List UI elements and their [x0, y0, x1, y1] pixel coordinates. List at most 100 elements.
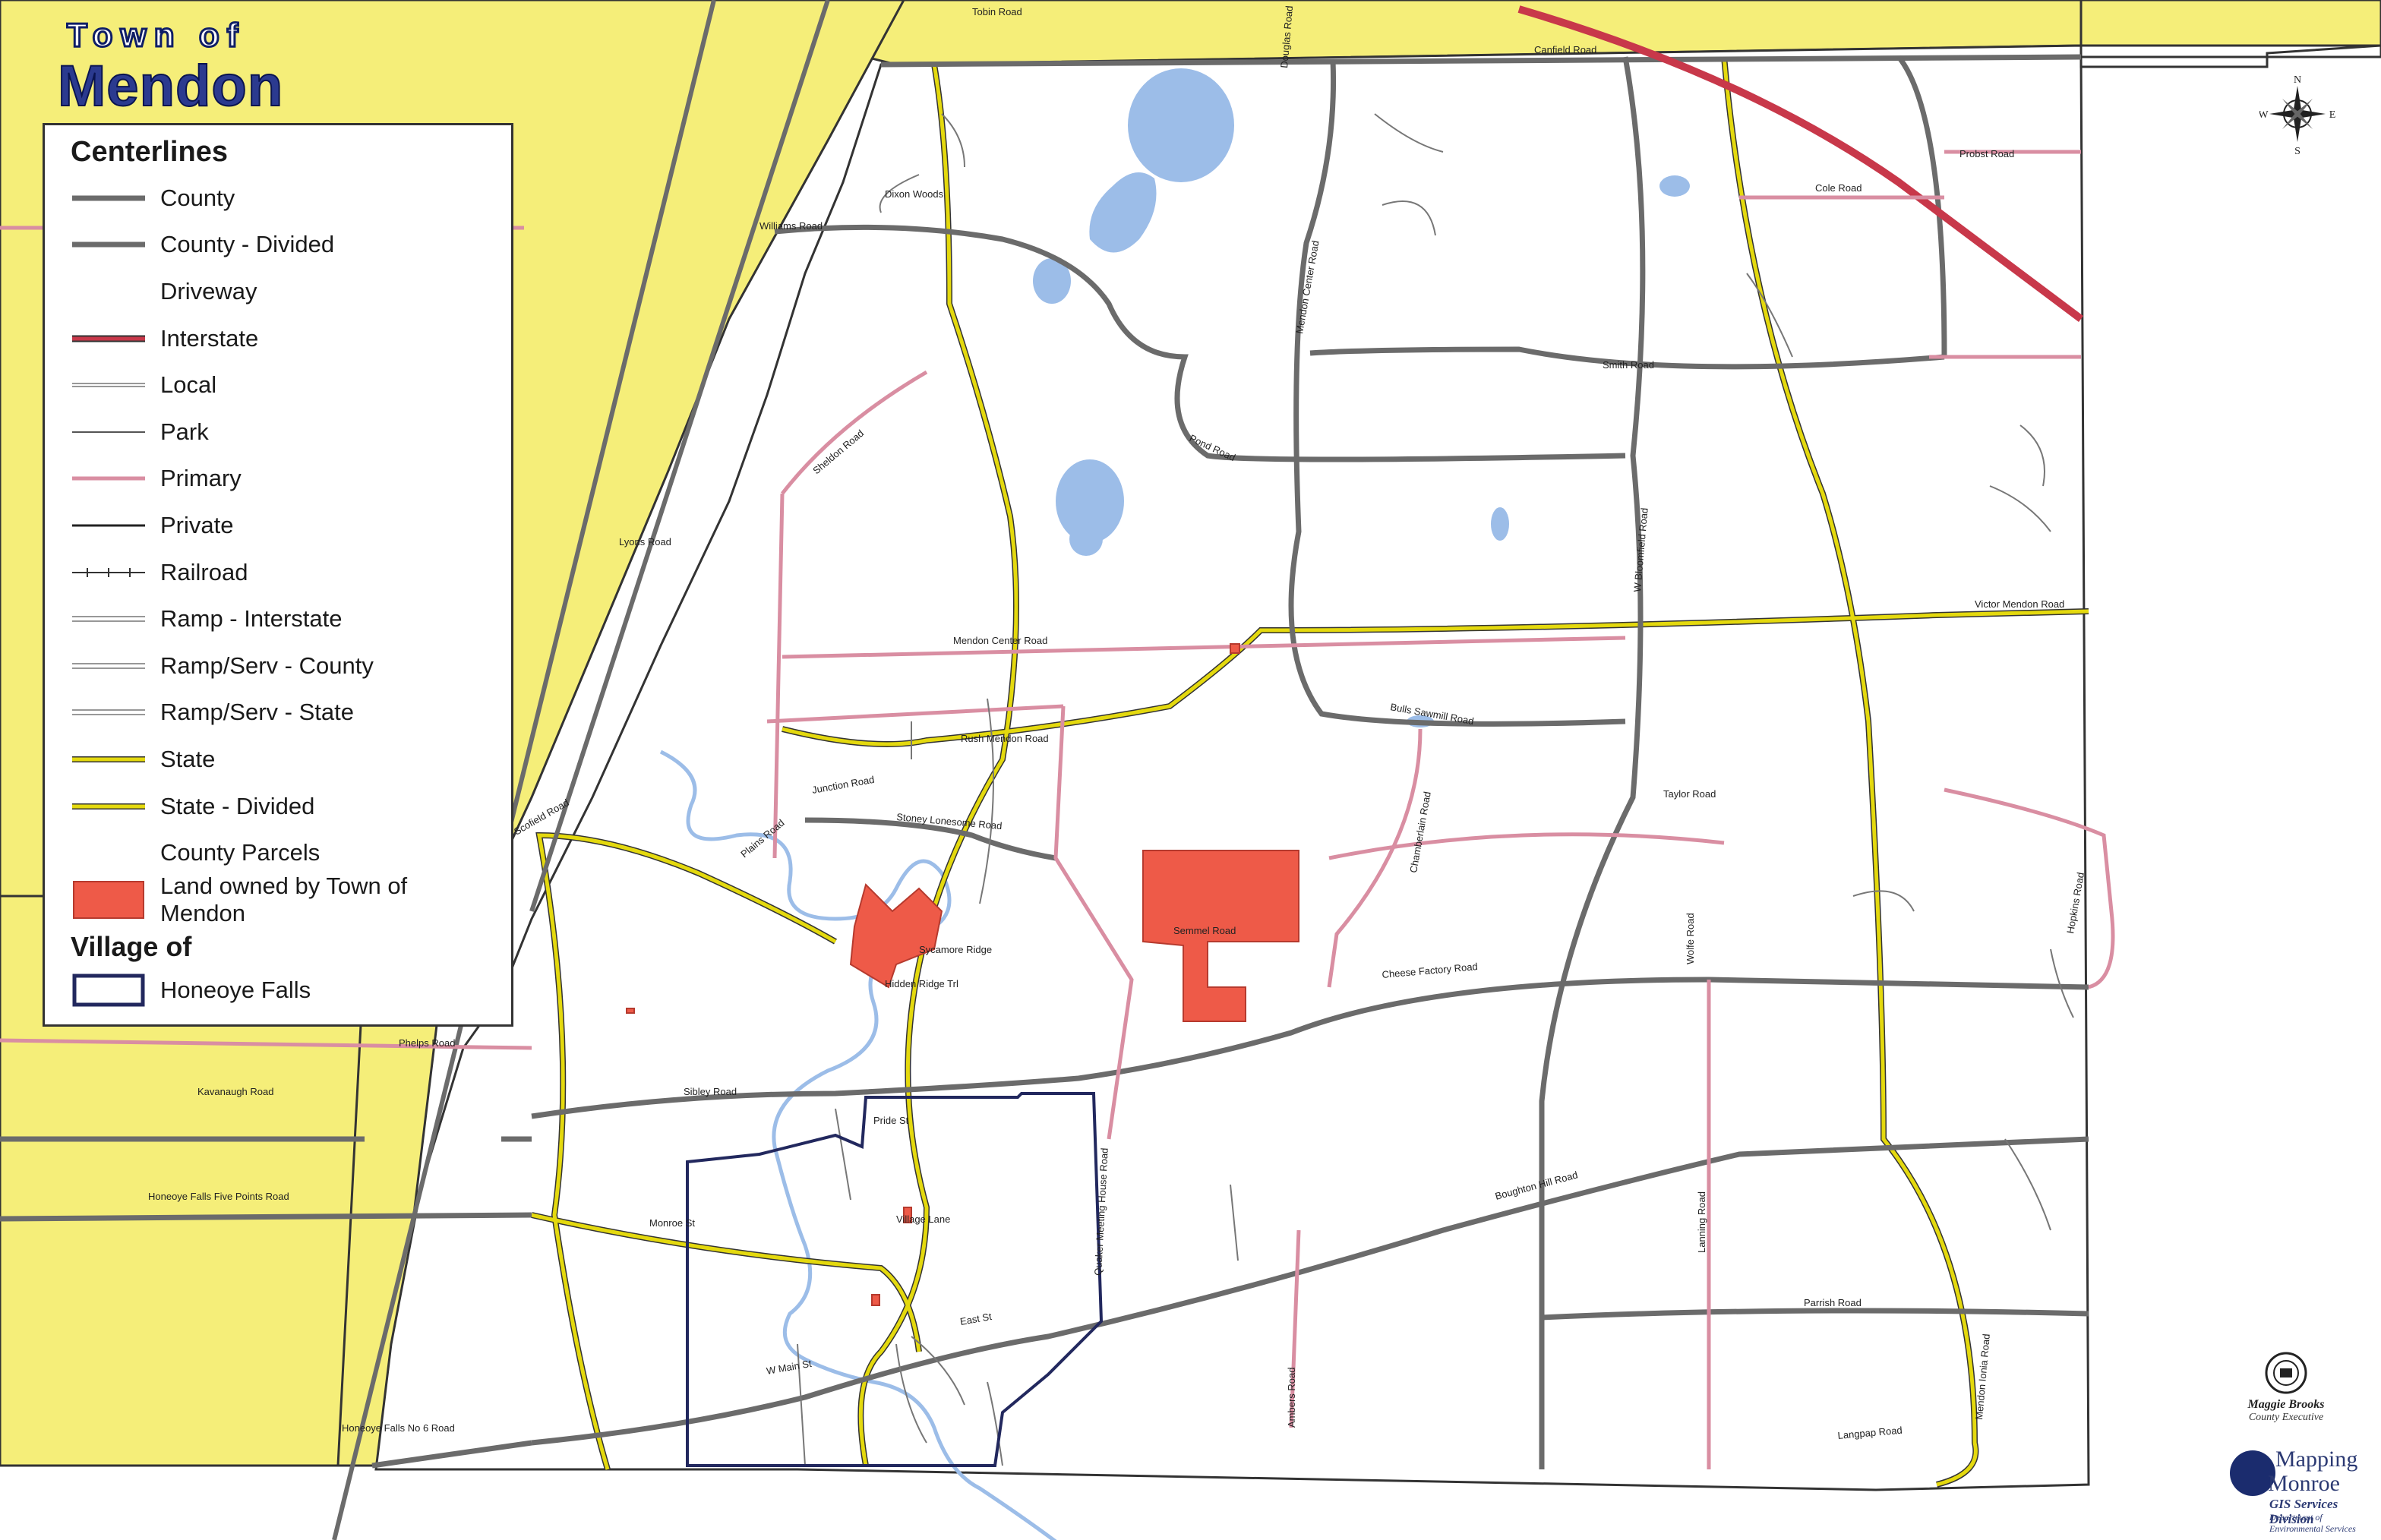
county-seal-icon — [2265, 1352, 2307, 1394]
legend-item: Ramp/Serv - County — [60, 642, 496, 690]
county-roads — [0, 0, 2089, 1540]
legend-swatch-state-divided — [72, 803, 145, 809]
road-label: Monroe St — [649, 1217, 695, 1229]
legend-swatch-interstate — [72, 335, 145, 342]
legend-swatch-primary — [72, 476, 145, 481]
legend-label: Interstate — [160, 324, 259, 352]
legend-swatch-village — [72, 974, 145, 1007]
legend-item: State — [60, 736, 496, 783]
legend-swatch-driveway — [72, 284, 145, 299]
road-label: Parrish Road — [1804, 1297, 1862, 1308]
legend-label: County - Divided — [160, 231, 335, 258]
road-label: Cole Road — [1815, 182, 1862, 194]
legend-label: State - Divided — [160, 792, 315, 819]
road-label: Sycamore Ridge — [919, 944, 992, 955]
legend-item: County - Divided — [60, 222, 496, 269]
legend-label: State — [160, 745, 216, 772]
interstate-390 — [1517, 5, 2083, 323]
legend-swatch-private — [72, 524, 145, 527]
legend-item: Primary — [60, 456, 496, 503]
legend-label: Ramp/Serv - County — [160, 652, 374, 679]
legend-swatch-county-divided — [72, 241, 145, 248]
town-area — [374, 44, 2381, 1491]
logo-text-monroe: Monroe — [2268, 1471, 2340, 1496]
compass-s: S — [2294, 146, 2300, 156]
road-label: Ambers Road — [1286, 1368, 1297, 1428]
road-label: Honeoye Falls No 6 Road — [342, 1422, 455, 1434]
legend-item: State - Divided — [60, 783, 496, 830]
road-label: Semmel Road — [1173, 925, 1236, 936]
legend-swatch-park — [72, 431, 145, 433]
compass-w: W — [2259, 109, 2269, 121]
road-label: Probst Road — [1959, 148, 2014, 159]
logo-department: Department of Environmental Services — [2269, 1512, 2356, 1534]
legend-item: Local — [60, 361, 496, 409]
road-label: Langpap Road — [1837, 1425, 1903, 1441]
executive-name: Maggie Brooks — [2247, 1398, 2325, 1411]
logo-division: GIS Services Division — [2269, 1497, 2338, 1526]
legend-item: Interstate — [60, 315, 496, 362]
road-label: Douglas Road — [1278, 5, 1295, 68]
legend-label: County — [160, 184, 235, 211]
legend-swatch-county-parcels — [72, 845, 145, 860]
road-label: Honeoye Falls Five Points Road — [148, 1191, 289, 1202]
road-label: Tobin Road — [972, 6, 1022, 17]
legend-heading: Centerlines — [71, 136, 228, 168]
legend-item: Park — [60, 409, 496, 456]
legend-item: Ramp - Interstate — [60, 595, 496, 642]
road-label: Victor Mendon Road — [1975, 598, 2064, 610]
legend-label: Honeoye Falls — [160, 977, 311, 1004]
legend-label: Ramp - Interstate — [160, 605, 343, 633]
road-label: Dixon Woods — [885, 188, 944, 200]
legend-label: Railroad — [160, 558, 248, 585]
road-label: Smith Road — [1603, 359, 1654, 371]
map-legend: Centerlines County County - Divided Driv… — [43, 123, 513, 1027]
legend-swatch-ramp-state — [72, 709, 145, 716]
road-label: Hidden Ridge Trl — [885, 978, 958, 989]
legend-swatch-town-land — [73, 880, 144, 919]
compass-rose-icon: N S E W — [2259, 74, 2335, 156]
legend-item: Land owned by Town of Mendon — [60, 873, 496, 926]
county-executive-credit: Maggie Brooks County Executive — [2233, 1352, 2339, 1424]
legend-label: Primary — [160, 465, 242, 492]
road-label: Lyons Road — [619, 536, 671, 548]
legend-label: County Parcels — [160, 839, 321, 866]
legend-swatch-state — [72, 756, 145, 762]
legend-label: Land owned by Town of Mendon — [160, 872, 408, 926]
legend-swatch-railroad — [72, 567, 145, 577]
road-label: Williams Road — [759, 220, 823, 232]
legend-label: Ramp/Serv - State — [160, 699, 354, 726]
village-honeoye-falls — [686, 1092, 1104, 1467]
legend-swatch-county — [72, 195, 145, 201]
road-label: Lanning Road — [1696, 1191, 1707, 1253]
legend-swatch-ramp-county — [72, 662, 145, 669]
logo-text-mapping: Mapping — [2275, 1447, 2358, 1472]
legend-swatch-local — [72, 383, 145, 387]
legend-item: Honeoye Falls — [60, 967, 496, 1015]
road-label: East St — [959, 1311, 993, 1327]
road-label: Mendon Center Road — [953, 635, 1047, 646]
legend-item: County — [60, 175, 496, 222]
legend-item: County Parcels — [60, 829, 496, 876]
road-label: Village Lane — [896, 1213, 950, 1225]
road-label: Wolfe Road — [1685, 913, 1696, 964]
legend-item: Private — [60, 502, 496, 549]
executive-title: County Executive — [2248, 1412, 2324, 1423]
water-features — [1033, 68, 1690, 727]
road-label: Pride St — [873, 1115, 909, 1126]
legend-village-heading: Village of — [71, 930, 192, 962]
road-label: Phelps Road — [399, 1037, 455, 1049]
legend-item: Railroad — [60, 549, 496, 596]
map-title-line2: Mendon — [57, 53, 284, 119]
mapping-monroe-logo: Mapping Monroe GIS Services Division Dep… — [2216, 1447, 2376, 1534]
legend-label: Private — [160, 511, 234, 538]
map-title: Town of Mendon — [57, 16, 308, 120]
globe-icon — [2230, 1450, 2275, 1496]
legend-label: Driveway — [160, 277, 257, 305]
creek — [659, 749, 1057, 1540]
compass-n: N — [2294, 74, 2301, 86]
town-owned-land — [626, 643, 1299, 1306]
road-label: Canfield Road — [1534, 44, 1596, 55]
legend-item: Ramp/Serv - State — [60, 690, 496, 737]
